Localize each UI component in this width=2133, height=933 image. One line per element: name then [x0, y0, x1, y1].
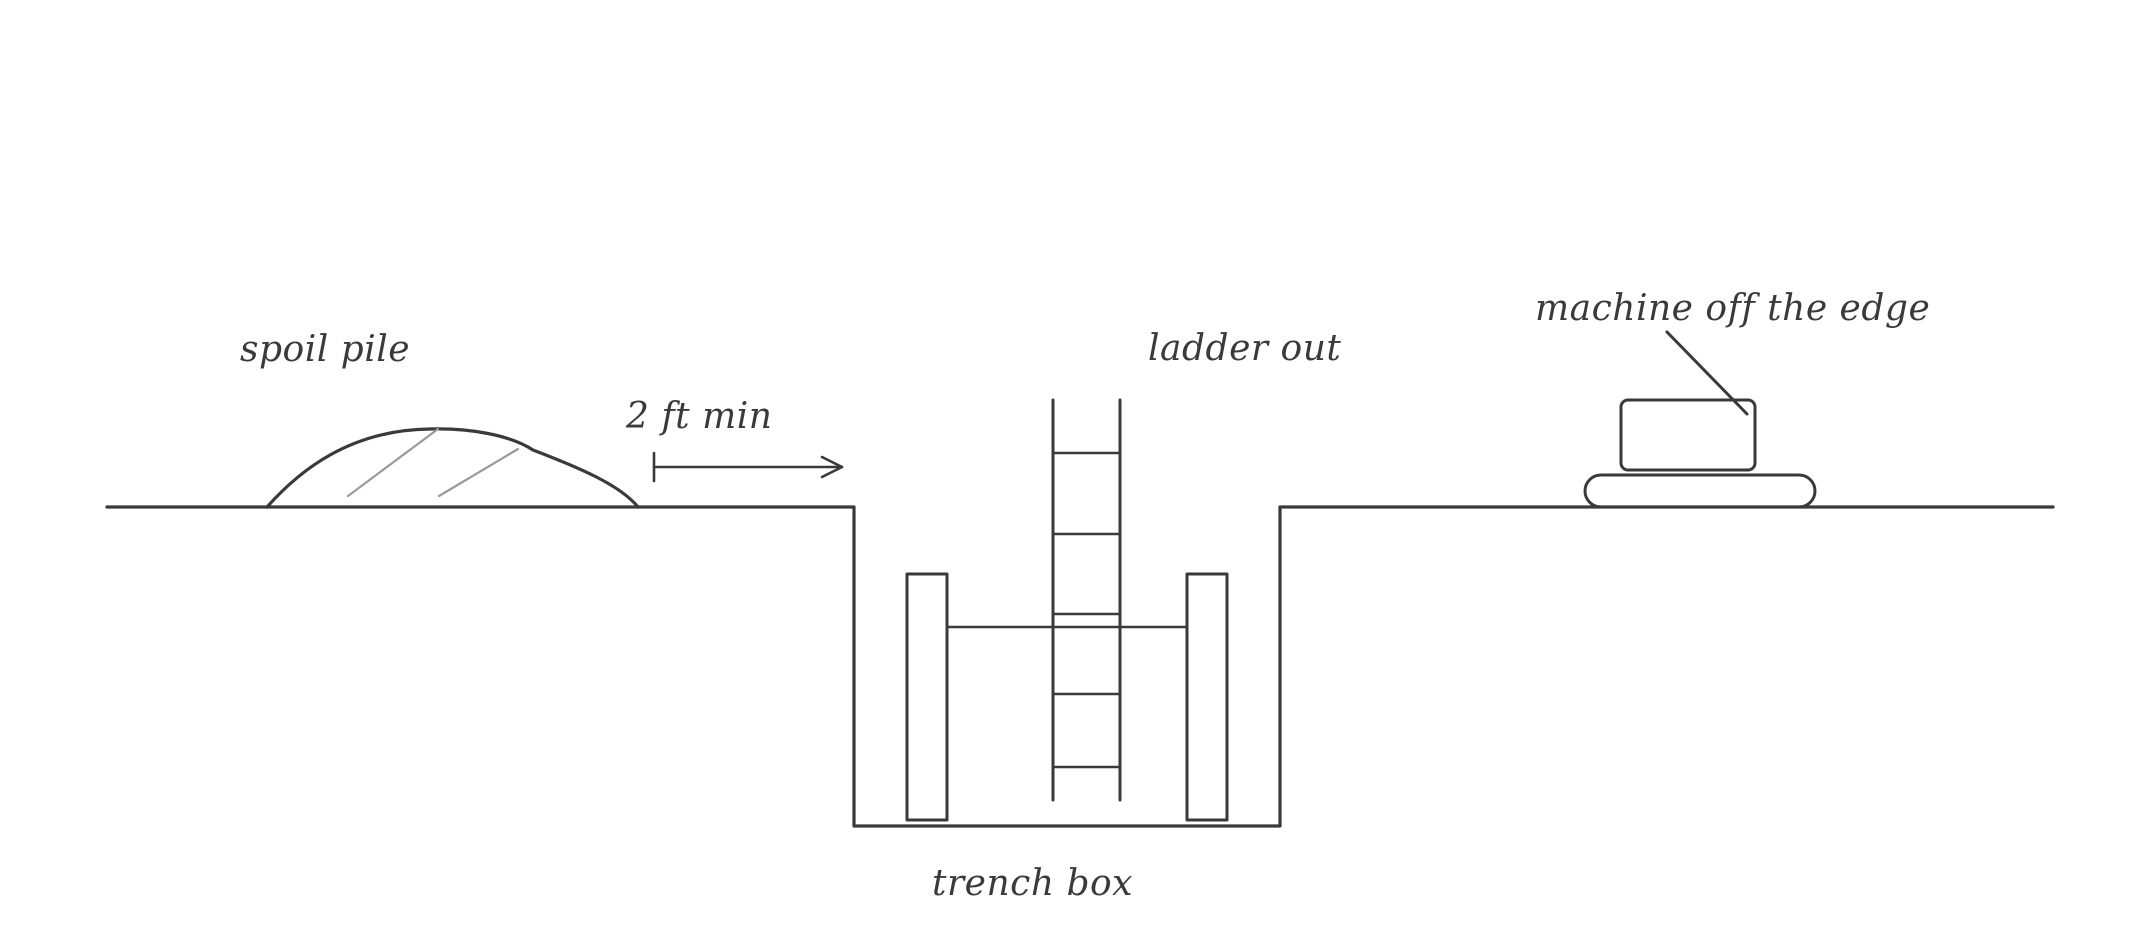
ground-and-trench-profile: [105, 505, 2055, 828]
spoil-pile-label: spoil pile: [240, 329, 410, 370]
trench-box-label: trench box: [932, 863, 1133, 904]
trench-box-wall-right: [1185, 572, 1229, 822]
machine-cab: [1619, 398, 1757, 472]
machine-leader-line: [1665, 330, 1749, 416]
ladder-label: ladder out: [1148, 328, 1341, 369]
machine-track: [1583, 473, 1817, 509]
spoil-pile-hatch: [437, 447, 520, 498]
spoil-pile: [265, 427, 640, 509]
spoil-pile-outline: [265, 427, 640, 509]
arrowhead-icon: [820, 455, 844, 479]
machine: [1583, 330, 1817, 509]
trench-box: [905, 572, 1229, 822]
setback-dimension-arrow: [652, 451, 844, 483]
spoil-pile-hatch: [346, 427, 440, 498]
ladder: [1051, 398, 1122, 802]
setback-label: 2 ft min: [625, 396, 772, 437]
machine-label: machine off the edge: [1535, 288, 1930, 329]
trench-box-wall-left: [905, 572, 949, 822]
